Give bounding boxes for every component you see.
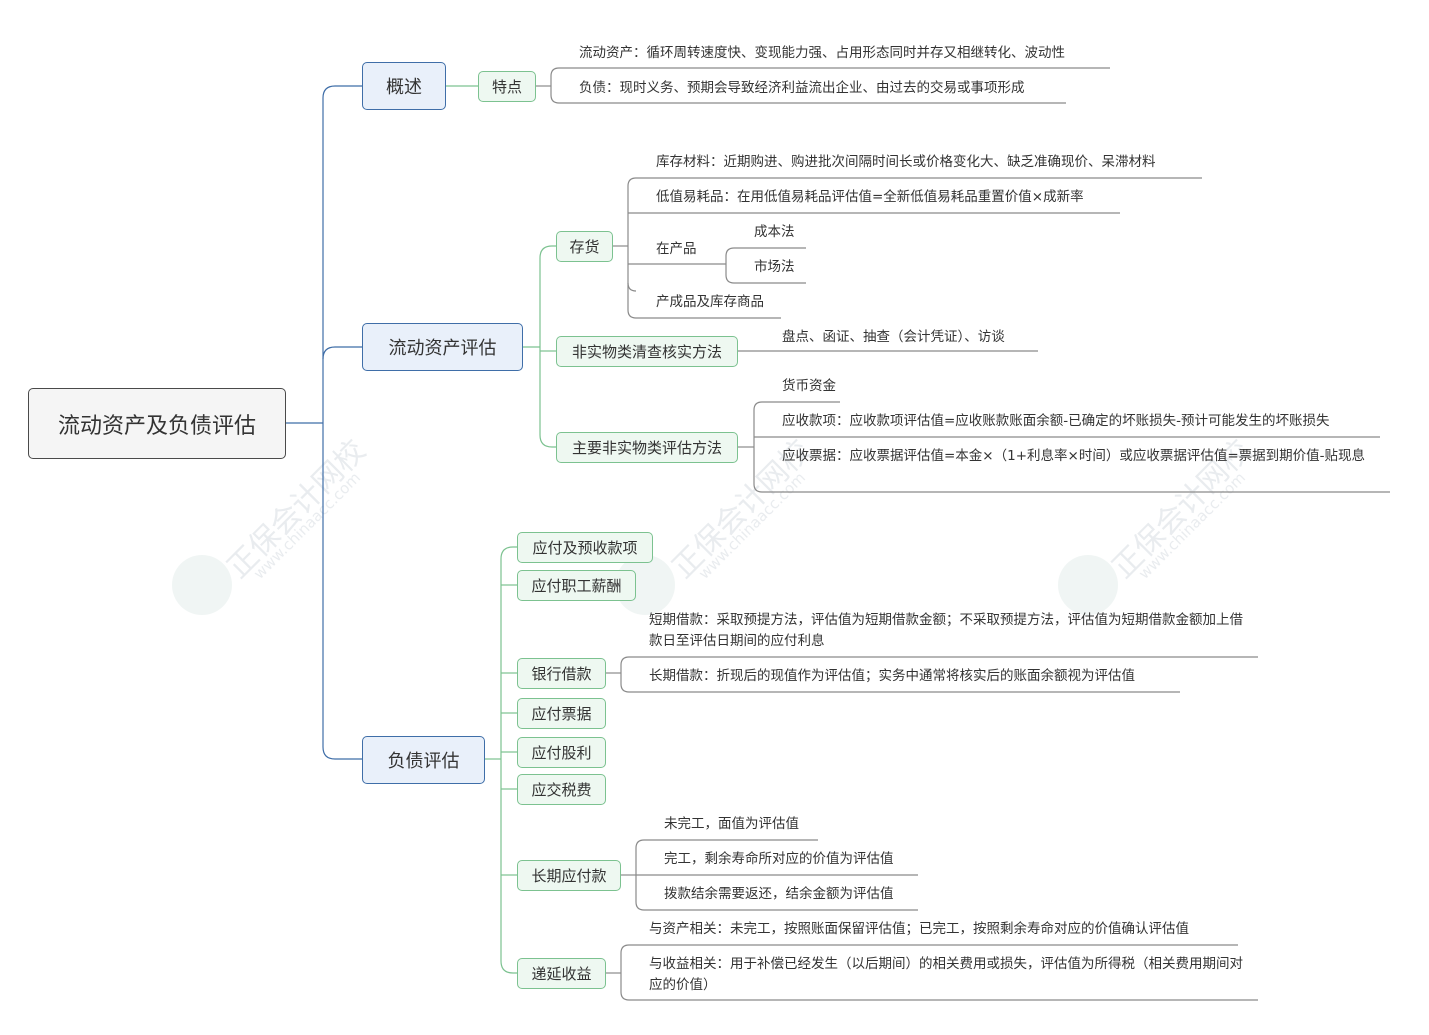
watermark-logo-icon: [172, 555, 232, 615]
root-node[interactable]: 流动资产及负债评估: [28, 388, 286, 459]
leaf-market-method: 市场法: [754, 259, 795, 275]
watermark-logo-icon: [1058, 555, 1118, 615]
deferred-income-node[interactable]: 递延收益: [517, 958, 606, 989]
leaf-notes-receivable: 应收票据：应收票据评估值=本金×（1+利息率×时间）或应收票据评估值=票据到期价…: [782, 448, 1366, 464]
leaf-income-related: 与收益相关：用于补偿已经发生（以后期间）的相关费用或损失，评估值为所得税（相关费…: [649, 956, 1243, 993]
leaf-finished: 完工，剩余寿命所对应的价值为评估值: [664, 851, 894, 867]
payroll-node[interactable]: 应付职工薪酬: [517, 570, 636, 601]
leaf-cash: 货币资金: [782, 378, 836, 394]
main-methods-node[interactable]: 主要非实物类评估方法: [556, 432, 738, 463]
current-assets-node[interactable]: 流动资产评估: [362, 323, 523, 371]
leaf-finished-goods: 产成品及库存商品: [656, 294, 764, 310]
long-term-payable-node[interactable]: 长期应付款: [517, 860, 621, 891]
leaf-allocation-return: 拨款结余需要返还，结余金额为评估值: [664, 886, 894, 902]
leaf-low-value: 低值易耗品：在用低值易耗品评估值=全新低值易耗品重置价值×成新率: [656, 189, 1084, 205]
liabilities-node[interactable]: 负债评估: [362, 736, 485, 784]
leaf-short-term-loans: 短期借款：采取预提方法，评估值为短期借款金额；不采取预提方法，评估值为短期借款金…: [649, 612, 1243, 649]
dividends-node[interactable]: 应付股利: [517, 737, 606, 768]
bank-loans-node[interactable]: 银行借款: [517, 658, 606, 689]
payables-advance-node[interactable]: 应付及预收款项: [517, 532, 653, 563]
overview-node[interactable]: 概述: [362, 62, 446, 110]
leaf-unfinished: 未完工，面值为评估值: [664, 816, 799, 832]
verification-node[interactable]: 非实物类清查核实方法: [556, 336, 738, 367]
leaf-asset-related: 与资产相关：未完工，按照账面保留评估值；已完工，按照剩余寿命对应的价值确认评估值: [649, 921, 1189, 937]
leaf-receivables: 应收款项：应收款项评估值=应收账款账面余额-已确定的坏账损失-预计可能发生的坏账…: [782, 413, 1330, 429]
leaf-wip: 在产品: [656, 241, 697, 257]
leaf-current-assets-feature: 流动资产：循环周转速度快、变现能力强、占用形态同时并存又相继转化、波动性: [579, 45, 1065, 61]
inventory-node[interactable]: 存货: [556, 231, 613, 262]
feature-node[interactable]: 特点: [478, 71, 536, 102]
taxes-node[interactable]: 应交税费: [517, 774, 606, 805]
notes-payable-node[interactable]: 应付票据: [517, 698, 606, 729]
leaf-cost-method: 成本法: [754, 224, 795, 240]
leaf-verification-methods: 盘点、函证、抽查（会计凭证）、访谈: [782, 329, 1005, 345]
leaf-raw-materials: 库存材料：近期购进、购进批次间隔时间长或价格变化大、缺乏准确现价、呆滞材料: [656, 154, 1156, 170]
leaf-liabilities-feature: 负债：现时义务、预期会导致经济利益流出企业、由过去的交易或事项形成: [579, 80, 1025, 96]
leaf-long-term-loans: 长期借款：折现后的现值作为评估值；实务中通常将核实后的账面余额视为评估值: [649, 668, 1135, 684]
